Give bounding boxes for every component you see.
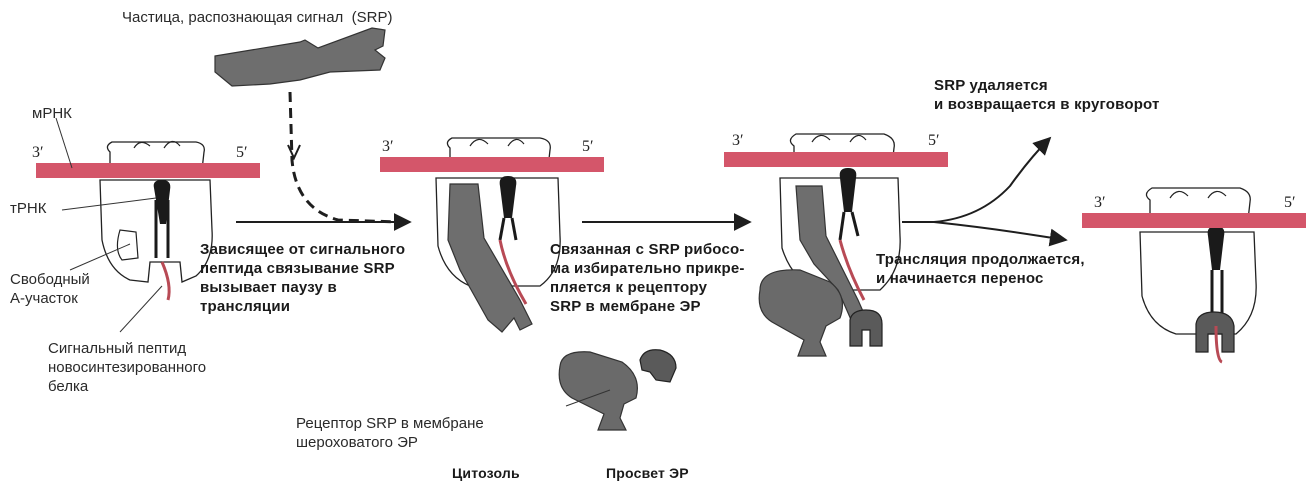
srp-receptor-free [559,350,676,430]
mrna-band-4 [1082,213,1306,228]
mrna-3-5prime: 5′ [928,132,940,150]
er-lumen-label: Просвет ЭР [606,464,689,483]
mrna-band-1 [36,163,260,178]
mrna-1-5prime: 5′ [236,144,248,162]
mrna-1-3prime: 3′ [32,144,44,162]
free-a-site-label: Свободный А-участок [10,270,90,308]
mrna-2-5prime: 5′ [582,138,594,156]
srp-particle-label: Частица, распознающая сигнал (SRP) [122,8,392,27]
srp-receptor-label: Рецептор SRP в мембране шероховатого ЭР [296,414,484,452]
mrna-4-5prime: 5′ [1284,194,1296,212]
mrna-3-3prime: 3′ [732,132,744,150]
mrna-band-2 [380,157,604,172]
mrna-2-3prime: 3′ [382,138,394,156]
step-1-caption: Зависящее от сигнального пептида связыва… [200,240,405,316]
step-3-srp-released-caption: SRP удаляется и возвращается в круговоро… [934,76,1160,114]
trna-label: тРНК [10,199,46,218]
ribosome-stage-3 [759,134,900,356]
signal-peptide-label: Сигнальный пептид новосинтезированного б… [48,339,206,396]
mrna-4-3prime: 3′ [1094,194,1106,212]
step-2-caption: Связанная с SRP рибосо- ма избирательно … [550,240,745,316]
srp-particle-free [215,28,400,222]
cytosol-label: Цитозоль [452,464,520,483]
mrna-band-3 [724,152,948,167]
step-3-translation-continues-caption: Трансляция продолжается, и начинается пе… [876,250,1085,288]
mrna-label: мРНК [32,104,72,123]
